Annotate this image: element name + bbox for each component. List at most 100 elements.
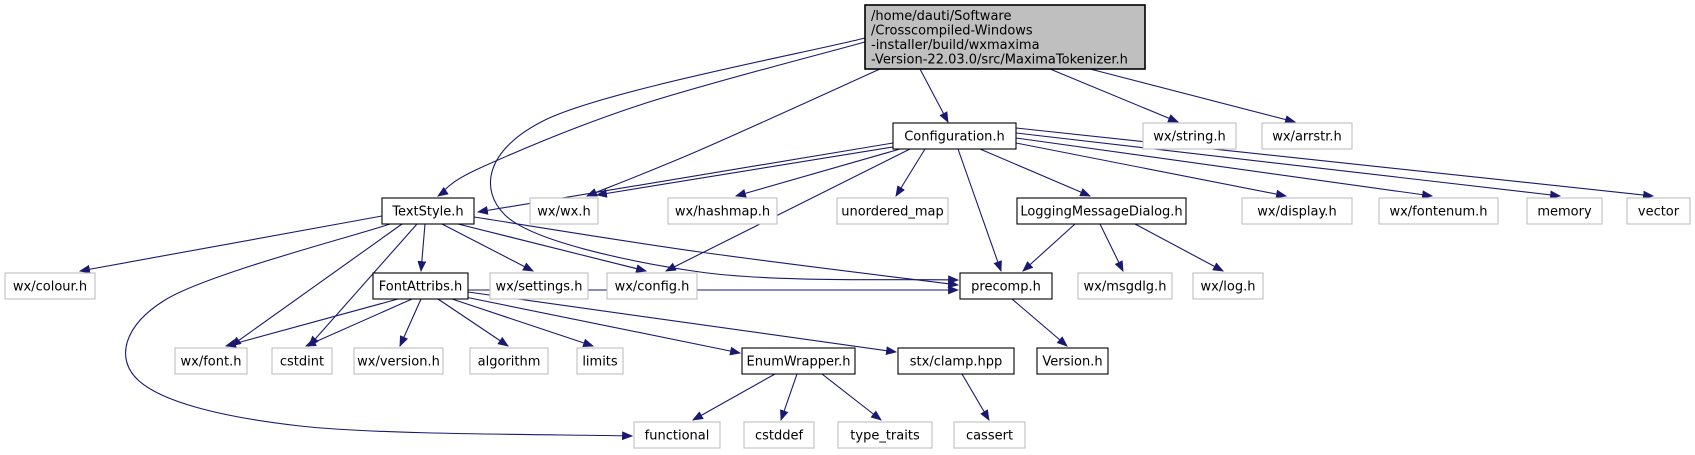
node-algorithm: algorithm: [469, 347, 549, 375]
edge-fontattribs-to-wxversion: [399, 298, 422, 348]
node-wxarrstr: wx/arrstr.h: [1261, 122, 1353, 150]
edge-root-to-wxarrstr: [1089, 68, 1297, 124]
node-wxdisplay: wx/display.h: [1241, 197, 1353, 225]
node-versionh[interactable]: Version.h: [1036, 347, 1109, 375]
svg-text:EnumWrapper.h: EnumWrapper.h: [747, 355, 851, 370]
node-root: /home/dauti/Software/Crosscompiled-Windo…: [864, 4, 1146, 70]
node-memory: memory: [1526, 197, 1603, 225]
svg-text:FontAttribs.h: FontAttribs.h: [379, 280, 463, 295]
node-vector: vector: [1626, 197, 1691, 225]
edge-config-to-vector: [1015, 127, 1655, 200]
svg-text:functional: functional: [645, 429, 710, 444]
svg-text:cstddef: cstddef: [755, 429, 804, 444]
edge-textstyle-to-wxcolour: [78, 215, 383, 274]
node-typetraits: type_traits: [837, 421, 933, 449]
edge-fontattribs-to-enumwrapper: [464, 296, 742, 356]
edge-config-to-logging: [979, 148, 1092, 197]
svg-text:cstdint: cstdint: [280, 355, 324, 370]
edge-textstyle-to-fontattribs: [417, 223, 427, 273]
svg-text:wx/settings.h: wx/settings.h: [496, 280, 583, 295]
svg-text:wx/config.h: wx/config.h: [615, 280, 690, 295]
svg-text:cassert: cassert: [966, 429, 1013, 444]
edge-config-to-wxconfig: [665, 148, 911, 272]
edge-fontattribs-to-wxfont: [224, 298, 399, 348]
node-fontattribs[interactable]: FontAttribs.h: [372, 272, 469, 300]
node-config[interactable]: Configuration.h: [892, 122, 1017, 150]
svg-text:stx/clamp.hpp: stx/clamp.hpp: [910, 355, 1002, 370]
svg-text:wx/arrstr.h: wx/arrstr.h: [1272, 130, 1342, 145]
svg-text:type_traits: type_traits: [850, 429, 920, 444]
svg-text:precomp.h: precomp.h: [971, 280, 1041, 295]
svg-text:Version.h: Version.h: [1042, 355, 1102, 370]
edge-textstyle-to-cstdint: [308, 223, 418, 347]
node-precomp[interactable]: precomp.h: [959, 272, 1053, 300]
edge-config-to-wxfontenum: [1015, 137, 1434, 199]
edge-root-to-precomp: [490, 37, 960, 285]
edge-root-to-wxstring: [1049, 68, 1180, 123]
edge-config-to-unordered: [895, 148, 926, 197]
node-wxfont: wx/font.h: [174, 347, 248, 375]
svg-text:wx/colour.h: wx/colour.h: [13, 280, 87, 295]
node-wxlog: wx/log.h: [1192, 272, 1264, 300]
svg-text:algorithm: algorithm: [478, 355, 541, 370]
node-stxclamp[interactable]: stx/clamp.hpp: [897, 347, 1015, 375]
edge-config-to-precomp: [957, 148, 1002, 273]
edge-config-to-wxhashmap: [734, 148, 901, 198]
node-wxwx: wx/wx.h: [529, 197, 599, 225]
edge-root-to-config: [919, 68, 949, 123]
edge-textstyle-to-precomp: [473, 216, 960, 289]
edge-config-to-wxdisplay: [1015, 142, 1288, 199]
svg-text:limits: limits: [582, 355, 618, 370]
svg-text:wx/hashmap.h: wx/hashmap.h: [675, 205, 770, 220]
edge-logging-to-wxlog: [1134, 223, 1224, 272]
node-enumwrapper[interactable]: EnumWrapper.h: [741, 347, 856, 375]
edge-logging-to-wxmsgdlg: [1099, 223, 1124, 272]
node-logging[interactable]: LoggingMessageDialog.h: [1016, 197, 1187, 225]
svg-text:wx/string.h: wx/string.h: [1153, 130, 1225, 145]
edge-textstyle-to-functional: [125, 223, 634, 441]
edge-enumwrapper-to-functional: [692, 373, 776, 421]
svg-text:TextStyle.h: TextStyle.h: [391, 205, 463, 220]
edge-stxclamp-to-cassert: [961, 373, 990, 421]
svg-text:wx/version.h: wx/version.h: [357, 355, 440, 370]
svg-text:Configuration.h: Configuration.h: [904, 130, 1005, 145]
node-wxcolour: wx/colour.h: [4, 272, 96, 300]
edge-precomp-to-versionh: [1011, 298, 1068, 347]
svg-text:wx/fontenum.h: wx/fontenum.h: [1389, 205, 1487, 220]
node-textstyle[interactable]: TextStyle.h: [381, 197, 475, 225]
svg-text:wx/display.h: wx/display.h: [1257, 205, 1336, 220]
edge-config-to-memory: [1015, 132, 1562, 200]
node-limits: limits: [576, 347, 624, 375]
edge-fontattribs-to-cstdint: [304, 298, 413, 347]
edge-fontattribs-to-limits: [451, 298, 595, 348]
node-cassert: cassert: [953, 421, 1026, 449]
node-cstddef: cstddef: [743, 421, 815, 449]
node-wxhashmap: wx/hashmap.h: [667, 197, 778, 225]
node-wxmsgdlg: wx/msgdlg.h: [1077, 272, 1173, 300]
edge-fontattribs-to-stxclamp: [467, 291, 898, 355]
node-wxversion: wx/version.h: [353, 347, 444, 375]
svg-text:unordered_map: unordered_map: [841, 205, 944, 220]
svg-text:wx/msgdlg.h: wx/msgdlg.h: [1084, 280, 1167, 295]
edge-enumwrapper-to-typetraits: [821, 373, 882, 421]
node-unordered: unordered_map: [836, 197, 949, 225]
svg-text:/home/dauti/Software/Crosscomp: /home/dauti/Software/Crosscompiled-Windo…: [871, 9, 1128, 68]
edge-logging-to-precomp: [1022, 223, 1076, 272]
svg-text:vector: vector: [1638, 205, 1680, 220]
svg-text:wx/wx.h: wx/wx.h: [537, 205, 590, 220]
node-cstdint: cstdint: [271, 347, 333, 375]
node-functional: functional: [633, 421, 721, 449]
svg-text:LoggingMessageDialog.h: LoggingMessageDialog.h: [1020, 205, 1182, 220]
node-wxsettings: wx/settings.h: [489, 272, 589, 300]
edge-config-to-wxwx: [595, 146, 894, 198]
edge-root-to-wxwx: [585, 68, 881, 197]
svg-text:wx/log.h: wx/log.h: [1201, 280, 1256, 295]
edge-textstyle-to-wxfont: [230, 223, 403, 347]
node-wxconfig: wx/config.h: [606, 272, 698, 300]
edge-textstyle-to-wxconfig: [457, 223, 648, 273]
edge-root-to-textstyle: [437, 41, 866, 197]
svg-text:memory: memory: [1537, 205, 1592, 220]
